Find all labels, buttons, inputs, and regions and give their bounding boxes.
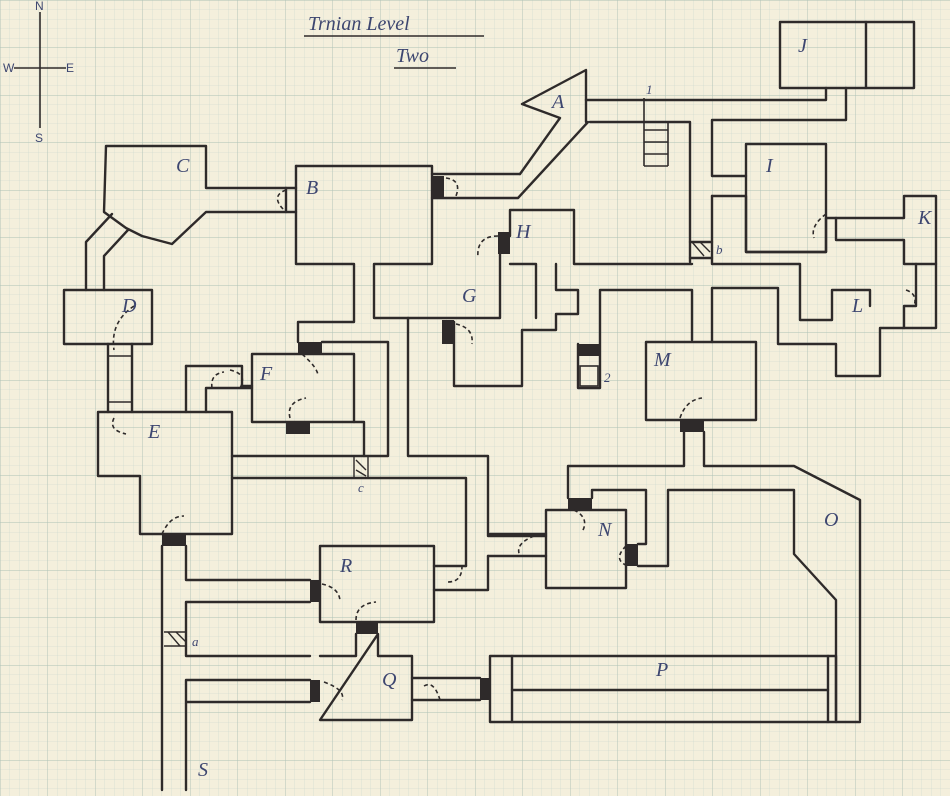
room-r — [310, 544, 490, 634]
compass-north: N — [35, 0, 44, 13]
label-room-i: I — [765, 155, 774, 177]
room-j — [518, 20, 916, 264]
label-room-e: E — [147, 421, 160, 443]
map-title: Trnian Level Two — [304, 13, 484, 69]
room-f — [184, 342, 356, 434]
room-p — [488, 654, 862, 724]
label-room-d: D — [121, 295, 137, 317]
room-k — [834, 194, 938, 307]
room-d — [62, 288, 154, 414]
compass-rose: N S W E — [3, 0, 74, 145]
room-i — [744, 142, 828, 254]
marker-2: 2 — [604, 370, 611, 385]
room-l — [902, 262, 938, 330]
label-room-r: R — [339, 555, 352, 577]
room-e — [96, 410, 234, 546]
label-room-c: C — [176, 155, 190, 177]
label-room-k: K — [917, 207, 933, 229]
title-line-2: Two — [396, 45, 429, 67]
title-line-1: Trnian Level — [308, 13, 410, 35]
label-room-n: N — [597, 519, 613, 541]
room-m — [566, 340, 862, 722]
room-h — [477, 232, 538, 320]
corridor-2 — [576, 288, 694, 390]
label-room-o: O — [824, 509, 838, 531]
compass-west: W — [3, 61, 15, 75]
label-room-j: J — [798, 35, 808, 57]
room-b — [294, 164, 694, 344]
compass-south: S — [35, 131, 43, 145]
label-room-m: M — [653, 349, 672, 371]
marker-b: b — [716, 242, 723, 257]
marker-a: a — [192, 634, 199, 649]
marker-labels: 1 2 a b c — [192, 82, 723, 649]
room-g — [406, 262, 580, 538]
label-room-l: L — [851, 295, 863, 317]
stair-1 — [643, 98, 669, 167]
room-q — [310, 632, 490, 722]
label-room-g: G — [462, 285, 477, 307]
label-room-q: Q — [382, 669, 397, 691]
corridor-a — [430, 98, 590, 200]
room-n — [486, 488, 838, 722]
marker-c: c — [358, 480, 364, 495]
corridor-c — [230, 340, 468, 568]
label-room-b: B — [306, 177, 318, 199]
label-room-s: S — [198, 759, 208, 781]
label-room-h: H — [515, 221, 532, 243]
room-labels: A B C D E F G H I J K L M N O P Q R S — [121, 35, 933, 781]
label-room-p: P — [655, 659, 668, 681]
corridor-s — [160, 544, 312, 792]
label-room-a: A — [550, 91, 565, 113]
marker-1: 1 — [646, 82, 653, 97]
label-room-f: F — [259, 363, 273, 385]
compass-east: E — [66, 61, 74, 75]
room-c — [84, 144, 298, 292]
